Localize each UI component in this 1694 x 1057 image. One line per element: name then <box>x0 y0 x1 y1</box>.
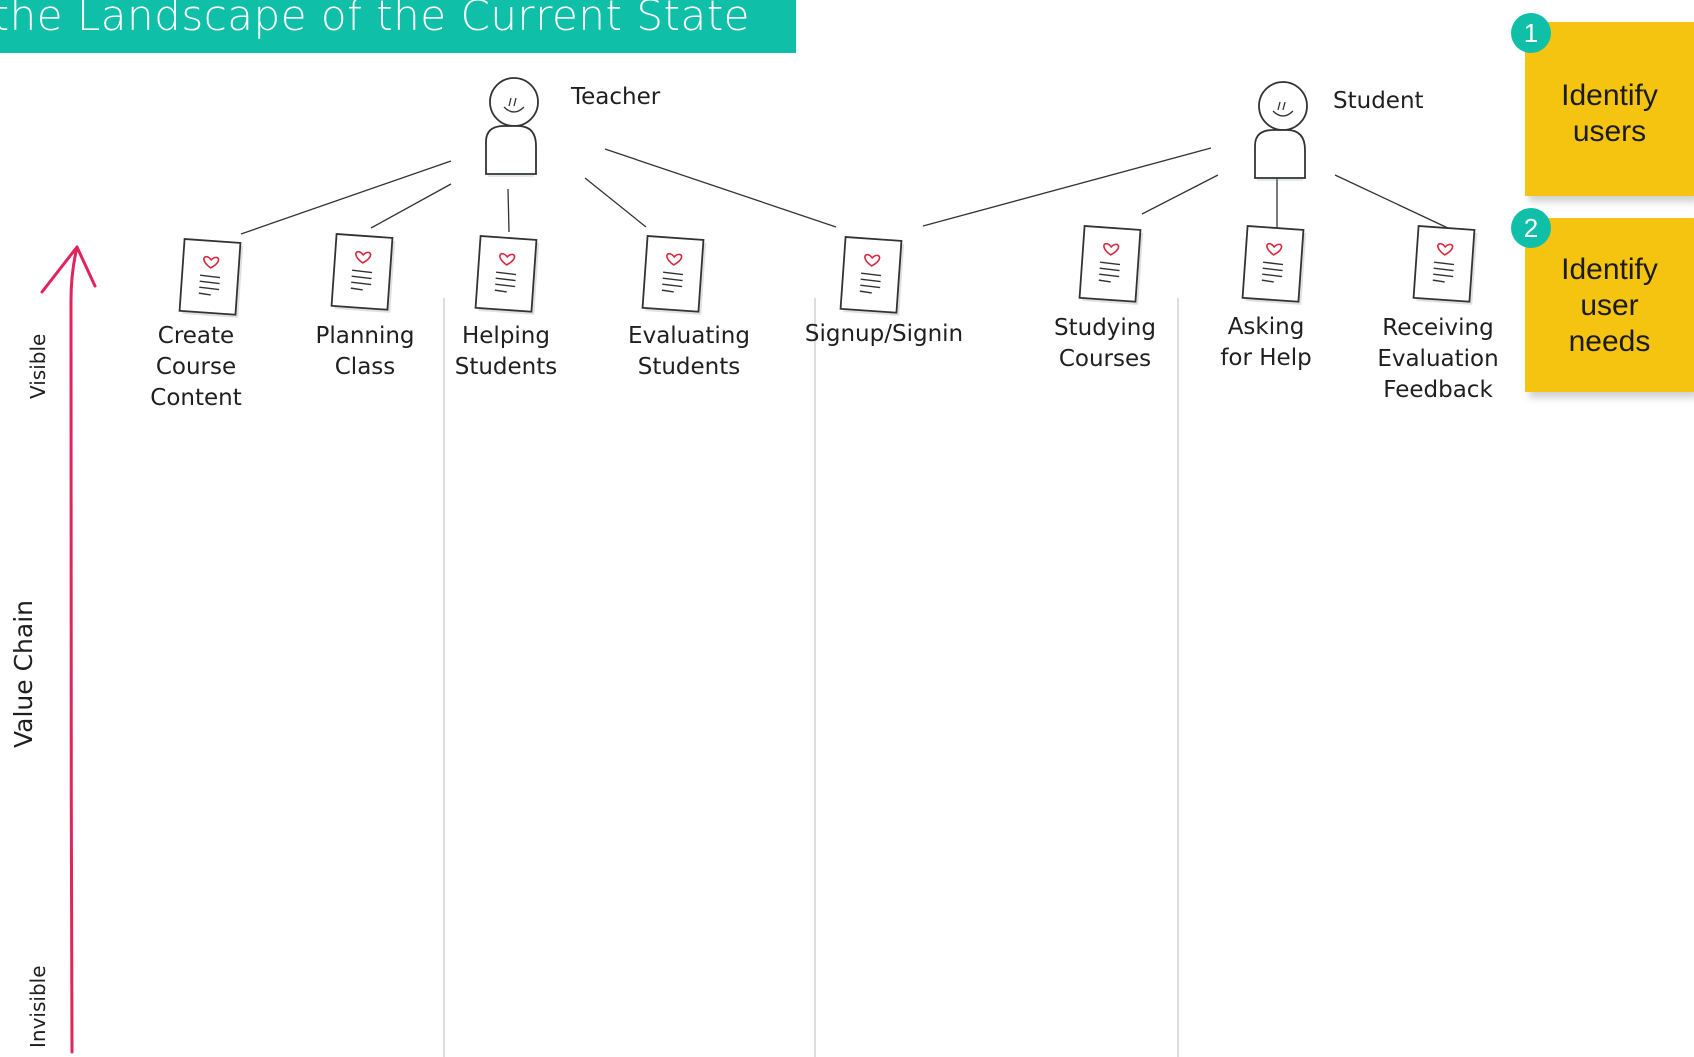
need-label-helping-students: Helping Students <box>454 323 558 380</box>
connection-student-signup-signin <box>922 147 1212 227</box>
connection-teacher-evaluating-students <box>584 177 647 228</box>
connection-student-receiving-evaluation-feedback <box>1334 174 1451 230</box>
need-planning-class-icon <box>330 233 396 313</box>
need-label-receiving-evaluation-feedback: Receiving Evaluation Feedback <box>1377 315 1499 403</box>
need-label-asking-for-help: Asking for Help <box>1220 314 1312 371</box>
title-bar: the Landscape of the Current State <box>0 0 796 53</box>
axis-title-value-chain: Value Chain <box>9 599 38 748</box>
step-sticky-identify-user-needs: Identify user needs <box>1525 218 1694 392</box>
need-label-evaluating-students: Evaluating Students <box>628 323 750 380</box>
step-sticky-identify-users: Identify users <box>1525 22 1694 196</box>
need-label-planning-class: Planning Class <box>315 323 415 380</box>
step-label: Identify user needs <box>1561 253 1658 358</box>
step-badge-1: 1 <box>1511 13 1551 53</box>
need-asking-for-help-icon <box>1241 225 1307 305</box>
actor-label-teacher: Teacher <box>571 84 661 110</box>
page-title: the Landscape of the Current State <box>0 0 750 40</box>
need-helping-students-icon <box>474 235 540 315</box>
axis-label-invisible: Invisible <box>26 965 50 1049</box>
step-label: Identify users <box>1561 79 1658 148</box>
connection-teacher-create-course-content <box>240 160 452 235</box>
need-evaluating-students-icon <box>641 235 707 315</box>
connection-teacher-signup-signin <box>604 148 837 228</box>
need-signup-signin-icon <box>839 236 905 316</box>
need-create-course-content-icon <box>178 238 244 318</box>
need-receiving-evaluation-feedback-icon <box>1412 225 1478 305</box>
need-label-create-course-content: Create Course Content <box>150 323 242 411</box>
value-chain-arrowhead <box>40 245 97 294</box>
actor-student-icon <box>1254 81 1308 181</box>
connection-teacher-planning-class <box>370 183 452 229</box>
need-label-studying-courses: Studying Courses <box>1054 315 1156 372</box>
connection-teacher-helping-students <box>507 188 510 233</box>
actor-label-student: Student <box>1333 88 1424 114</box>
need-studying-courses-icon <box>1078 225 1144 305</box>
step-badge-2: 2 <box>1511 208 1551 248</box>
need-label-signup-signin: Signup/Signin <box>804 321 964 347</box>
connection-student-studying-courses <box>1141 174 1219 215</box>
value-chain-arrow <box>69 245 79 1054</box>
axis-label-visible: Visible <box>26 333 50 399</box>
actor-teacher-icon <box>485 77 539 177</box>
